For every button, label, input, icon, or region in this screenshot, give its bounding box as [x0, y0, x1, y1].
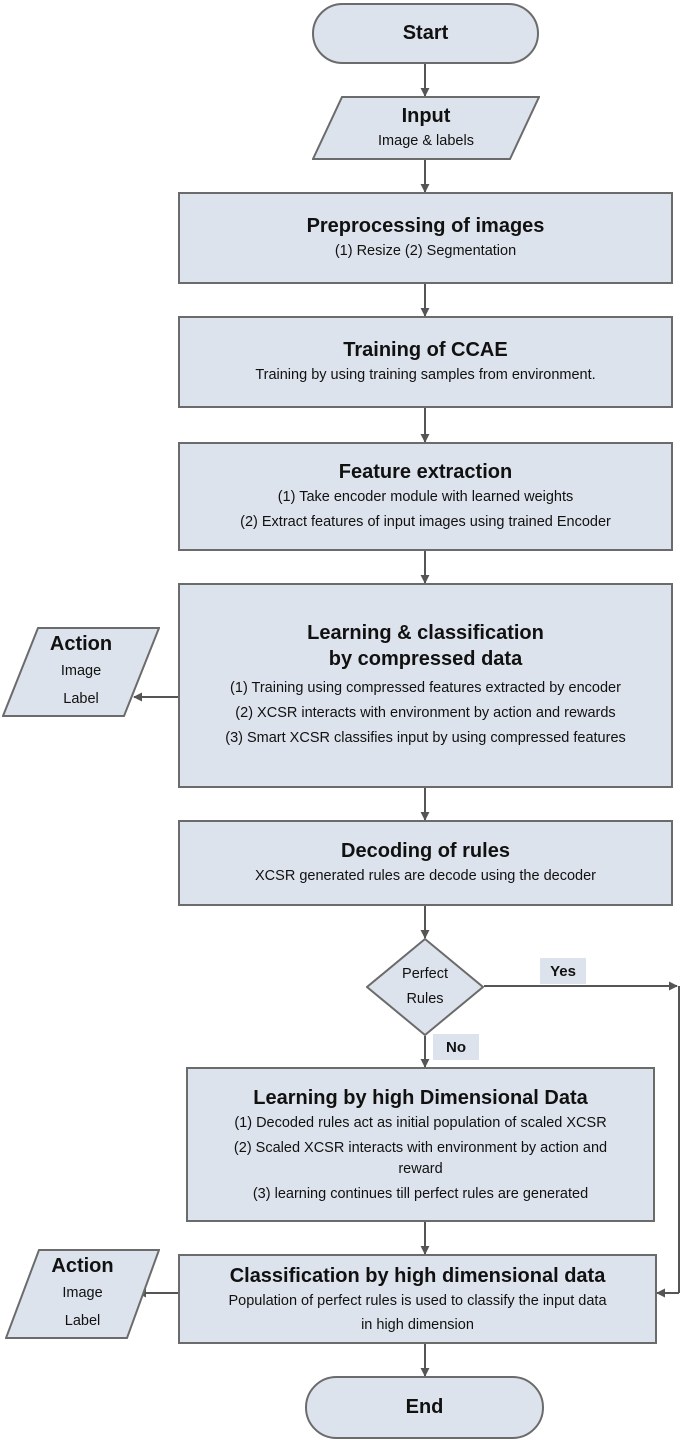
- input-title: Input: [401, 104, 451, 127]
- action-parallelogram-1: Action Image Label: [2, 627, 160, 717]
- learning-box: Learning & classification by compressed …: [178, 583, 673, 788]
- high-class-line-1: Population of perfect rules is used to c…: [228, 1292, 607, 1309]
- training-title: Training of CCAE: [343, 338, 508, 361]
- high-learning-line-1: (1) Decoded rules act as initial populat…: [234, 1114, 607, 1131]
- high-learning-line-3: reward: [398, 1160, 443, 1177]
- input-subtitle: Image & labels: [378, 132, 474, 149]
- start-label: Start: [402, 22, 449, 44]
- preprocessing-box: Preprocessing of images (1) Resize (2) S…: [178, 192, 673, 284]
- action-image-1: Image: [60, 663, 102, 679]
- feature-title: Feature extraction: [338, 460, 513, 483]
- decoding-title: Decoding of rules: [341, 839, 510, 862]
- high-class-box: Classification by high dimensional data …: [178, 1254, 657, 1344]
- action-title-1: Action: [49, 633, 113, 655]
- decision-line-2: Rules: [406, 991, 444, 1007]
- learning-line-3: (3) Smart XCSR classifies input by using…: [225, 730, 626, 746]
- yes-label: Yes: [540, 958, 586, 984]
- preprocessing-title: Preprocessing of images: [306, 214, 545, 237]
- high-learning-line-4: (3) learning continues till perfect rule…: [252, 1185, 589, 1202]
- training-box: Training of CCAE Training by using train…: [178, 316, 673, 408]
- decoding-line-1: XCSR generated rules are decode using th…: [255, 867, 596, 884]
- decoding-box: Decoding of rules XCSR generated rules a…: [178, 820, 673, 906]
- high-class-line-2: in high dimension: [361, 1316, 474, 1333]
- decision-line-1: Perfect: [402, 966, 448, 982]
- action-shape-2: [5, 1249, 160, 1339]
- action-label-1: Label: [63, 691, 99, 707]
- action-image-2: Image: [62, 1285, 103, 1301]
- perfect-rules-decision: Perfect Rules: [366, 938, 484, 1036]
- high-learning-title: Learning by high Dimensional Data: [253, 1086, 588, 1109]
- training-line-1: Training by using training samples from …: [255, 366, 596, 383]
- learning-line-1: (1) Training using compressed features e…: [230, 680, 621, 696]
- decision-shape: [366, 938, 484, 1036]
- input-parallelogram: Input Image & labels: [312, 96, 540, 160]
- learning-line-2: (2) XCSR interacts with environment by a…: [235, 705, 616, 721]
- high-learning-box: Learning by high Dimensional Data (1) De…: [186, 1067, 655, 1222]
- preprocessing-line-1: (1) Resize (2) Segmentation: [334, 242, 517, 259]
- action-title-2: Action: [51, 1255, 114, 1277]
- end-terminal: End: [305, 1376, 544, 1439]
- high-learning-line-2: (2) Scaled XCSR interacts with environme…: [233, 1139, 608, 1156]
- no-label: No: [433, 1034, 479, 1060]
- start-terminal: Start: [312, 3, 539, 64]
- end-label: End: [405, 1396, 444, 1418]
- learning-title-1: Learning & classification: [307, 622, 544, 644]
- action-shape-1: [2, 627, 160, 717]
- action-label-2: Label: [64, 1313, 101, 1329]
- feature-line-2: (2) Extract features of input images usi…: [240, 513, 611, 530]
- action-parallelogram-2: Action Image Label: [5, 1249, 160, 1339]
- feature-line-1: (1) Take encoder module with learned wei…: [277, 488, 574, 505]
- feature-box: Feature extraction (1) Take encoder modu…: [178, 442, 673, 551]
- learning-title-2: by compressed data: [328, 648, 523, 670]
- high-class-title: Classification by high dimensional data: [229, 1264, 606, 1287]
- input-shape: [312, 96, 540, 160]
